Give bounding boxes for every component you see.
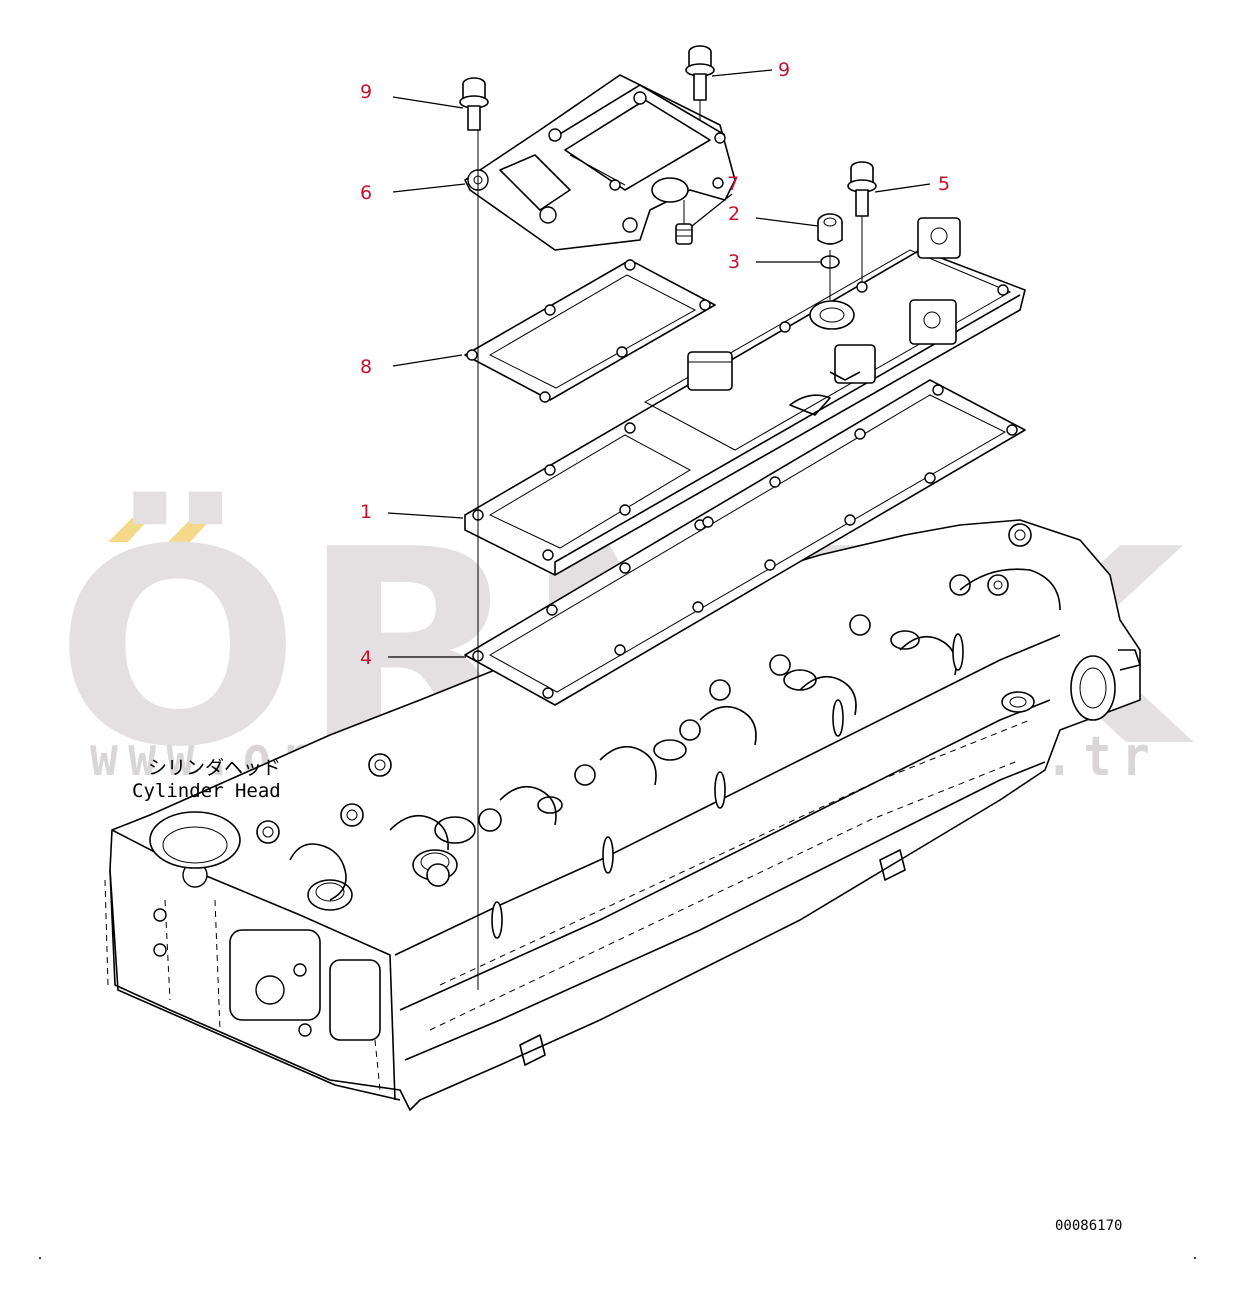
callout-7: 7 [727, 173, 739, 195]
cap-2 [817, 213, 843, 245]
bolt-5 [847, 161, 877, 217]
cylinder-head-label-jp: シリンダヘッド [148, 757, 281, 779]
head-bolts [256, 523, 1032, 887]
callout-5: 5 [938, 173, 950, 195]
callout-3: 3 [728, 251, 740, 273]
callout-6: 6 [360, 182, 372, 204]
gasket-4 [464, 379, 1026, 706]
callout-8: 8 [360, 356, 372, 378]
cover-plate-1 [464, 217, 1026, 576]
housing-6 [464, 74, 736, 251]
callout-1: 1 [360, 501, 372, 523]
callout-4: 4 [360, 647, 372, 669]
bolt-9-right [685, 45, 715, 101]
cylinder-head [104, 519, 1141, 1111]
callout-9-left: 9 [360, 81, 372, 103]
gasket-8 [464, 259, 716, 403]
callouts: 9 9 6 7 5 2 3 8 1 4 [360, 59, 950, 669]
callout-9-right: 9 [778, 59, 790, 81]
watermark-accent-left [108, 518, 150, 542]
leader-lines [387, 69, 931, 658]
callout-2: 2 [728, 203, 740, 225]
plug-7 [675, 223, 693, 245]
cylinder-head-label-en: Cylinder Head [132, 780, 281, 802]
assembly-lines [477, 100, 863, 990]
drawing-number: 00086170 [1055, 1218, 1122, 1234]
watermark-accent-right [168, 518, 212, 542]
corner-mark-left [39, 1257, 41, 1259]
corner-mark-right [1194, 1257, 1196, 1259]
bolt-9-left [459, 77, 489, 131]
